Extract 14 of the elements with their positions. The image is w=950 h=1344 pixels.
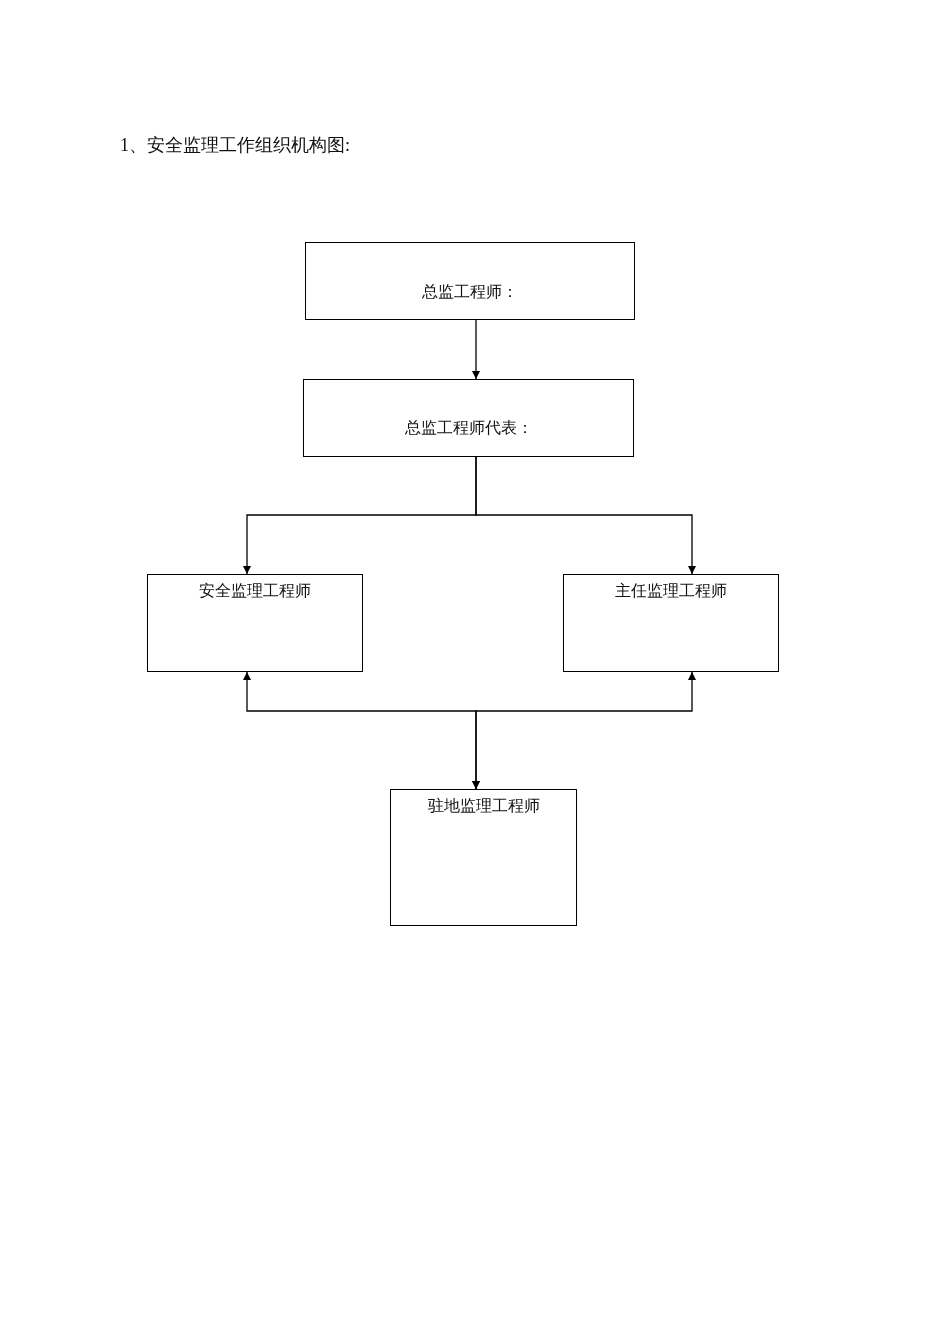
box-label: 驻地监理工程师: [427, 796, 540, 816]
org-box: [147, 574, 363, 672]
org-box: [390, 789, 577, 926]
org-box: [303, 379, 634, 457]
org-box: [305, 242, 635, 320]
org-box: [563, 574, 779, 672]
connector-arrow: [472, 671, 696, 790]
connector-arrow: [472, 319, 480, 380]
box-label: 总监工程师：: [422, 282, 518, 302]
diagram-title: 1、安全监理工作组织机构图:: [120, 134, 350, 157]
box-label: 主任监理工程师: [615, 581, 727, 601]
box-label: 总监工程师代表：: [404, 418, 533, 438]
box-label: 安全监理工程师: [199, 581, 311, 601]
connector-arrow: [475, 456, 696, 575]
